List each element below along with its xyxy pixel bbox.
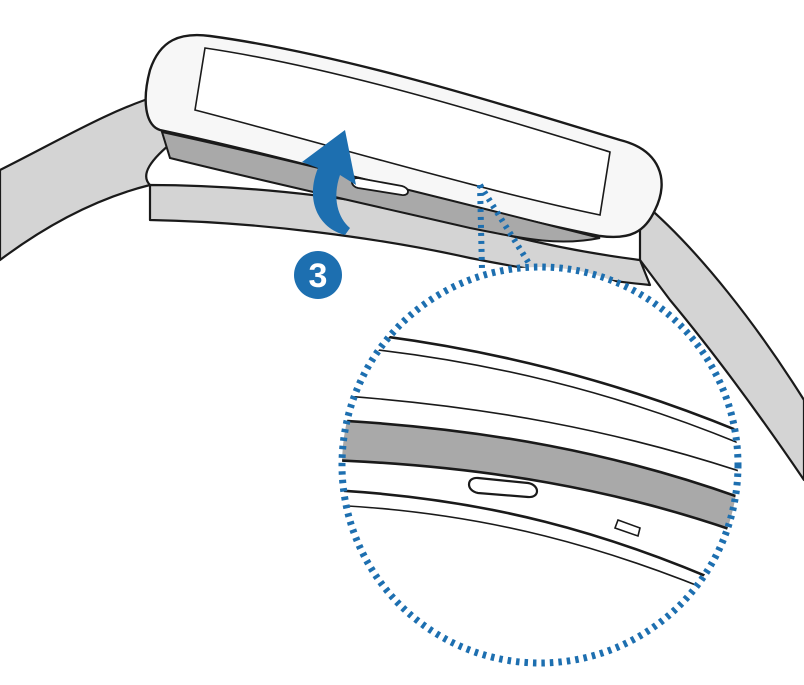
band-strap-left <box>0 93 177 262</box>
step-number: 3 <box>309 257 328 295</box>
step-badge-circle <box>294 251 342 299</box>
band-strap-right <box>638 198 804 482</box>
curved-arrow-up-icon <box>302 130 356 235</box>
step-badge: 3 <box>294 251 342 299</box>
zoomed-detail <box>342 328 738 613</box>
magnifier-callout <box>338 263 742 667</box>
magnifier-ring <box>338 263 742 667</box>
callout-pointer <box>477 183 533 271</box>
tracker-device <box>144 33 663 243</box>
wrist-band <box>0 93 804 482</box>
device-screen <box>194 47 611 216</box>
